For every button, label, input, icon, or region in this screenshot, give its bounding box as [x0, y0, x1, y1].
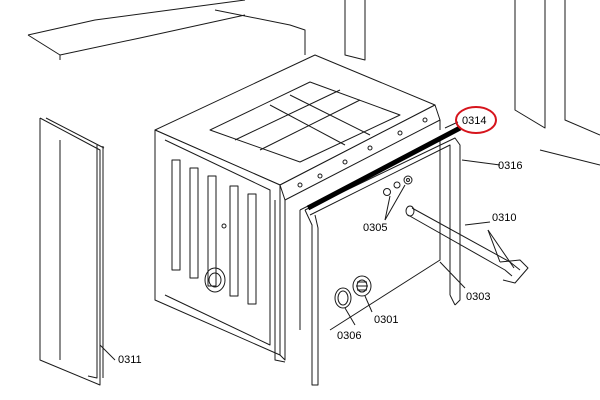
cabinet-right-outline [344, 0, 600, 166]
callout-0311[interactable]: 0311 [118, 354, 142, 366]
callout-0303[interactable]: 0303 [466, 291, 490, 303]
oven-body [154, 54, 441, 363]
callout-0314[interactable]: 0314 [462, 115, 486, 127]
gasket-0314 [306, 125, 462, 211]
highlight-circle-0314 [455, 106, 497, 134]
callout-0316[interactable]: 0316 [498, 160, 522, 172]
side-panel-0311 [39, 117, 105, 386]
lamp-ring-0306 [334, 287, 352, 309]
door-seal-0316 [304, 137, 461, 386]
lamp-0301 [352, 275, 372, 297]
callout-0305[interactable]: 0305 [363, 222, 387, 234]
callout-0301[interactable]: 0301 [374, 314, 398, 326]
callout-0306[interactable]: 0306 [337, 330, 361, 342]
worktop-outline [27, 0, 306, 60]
leader-lines [99, 121, 515, 361]
callout-0310[interactable]: 0310 [492, 212, 516, 224]
screws-0305 [383, 175, 413, 196]
